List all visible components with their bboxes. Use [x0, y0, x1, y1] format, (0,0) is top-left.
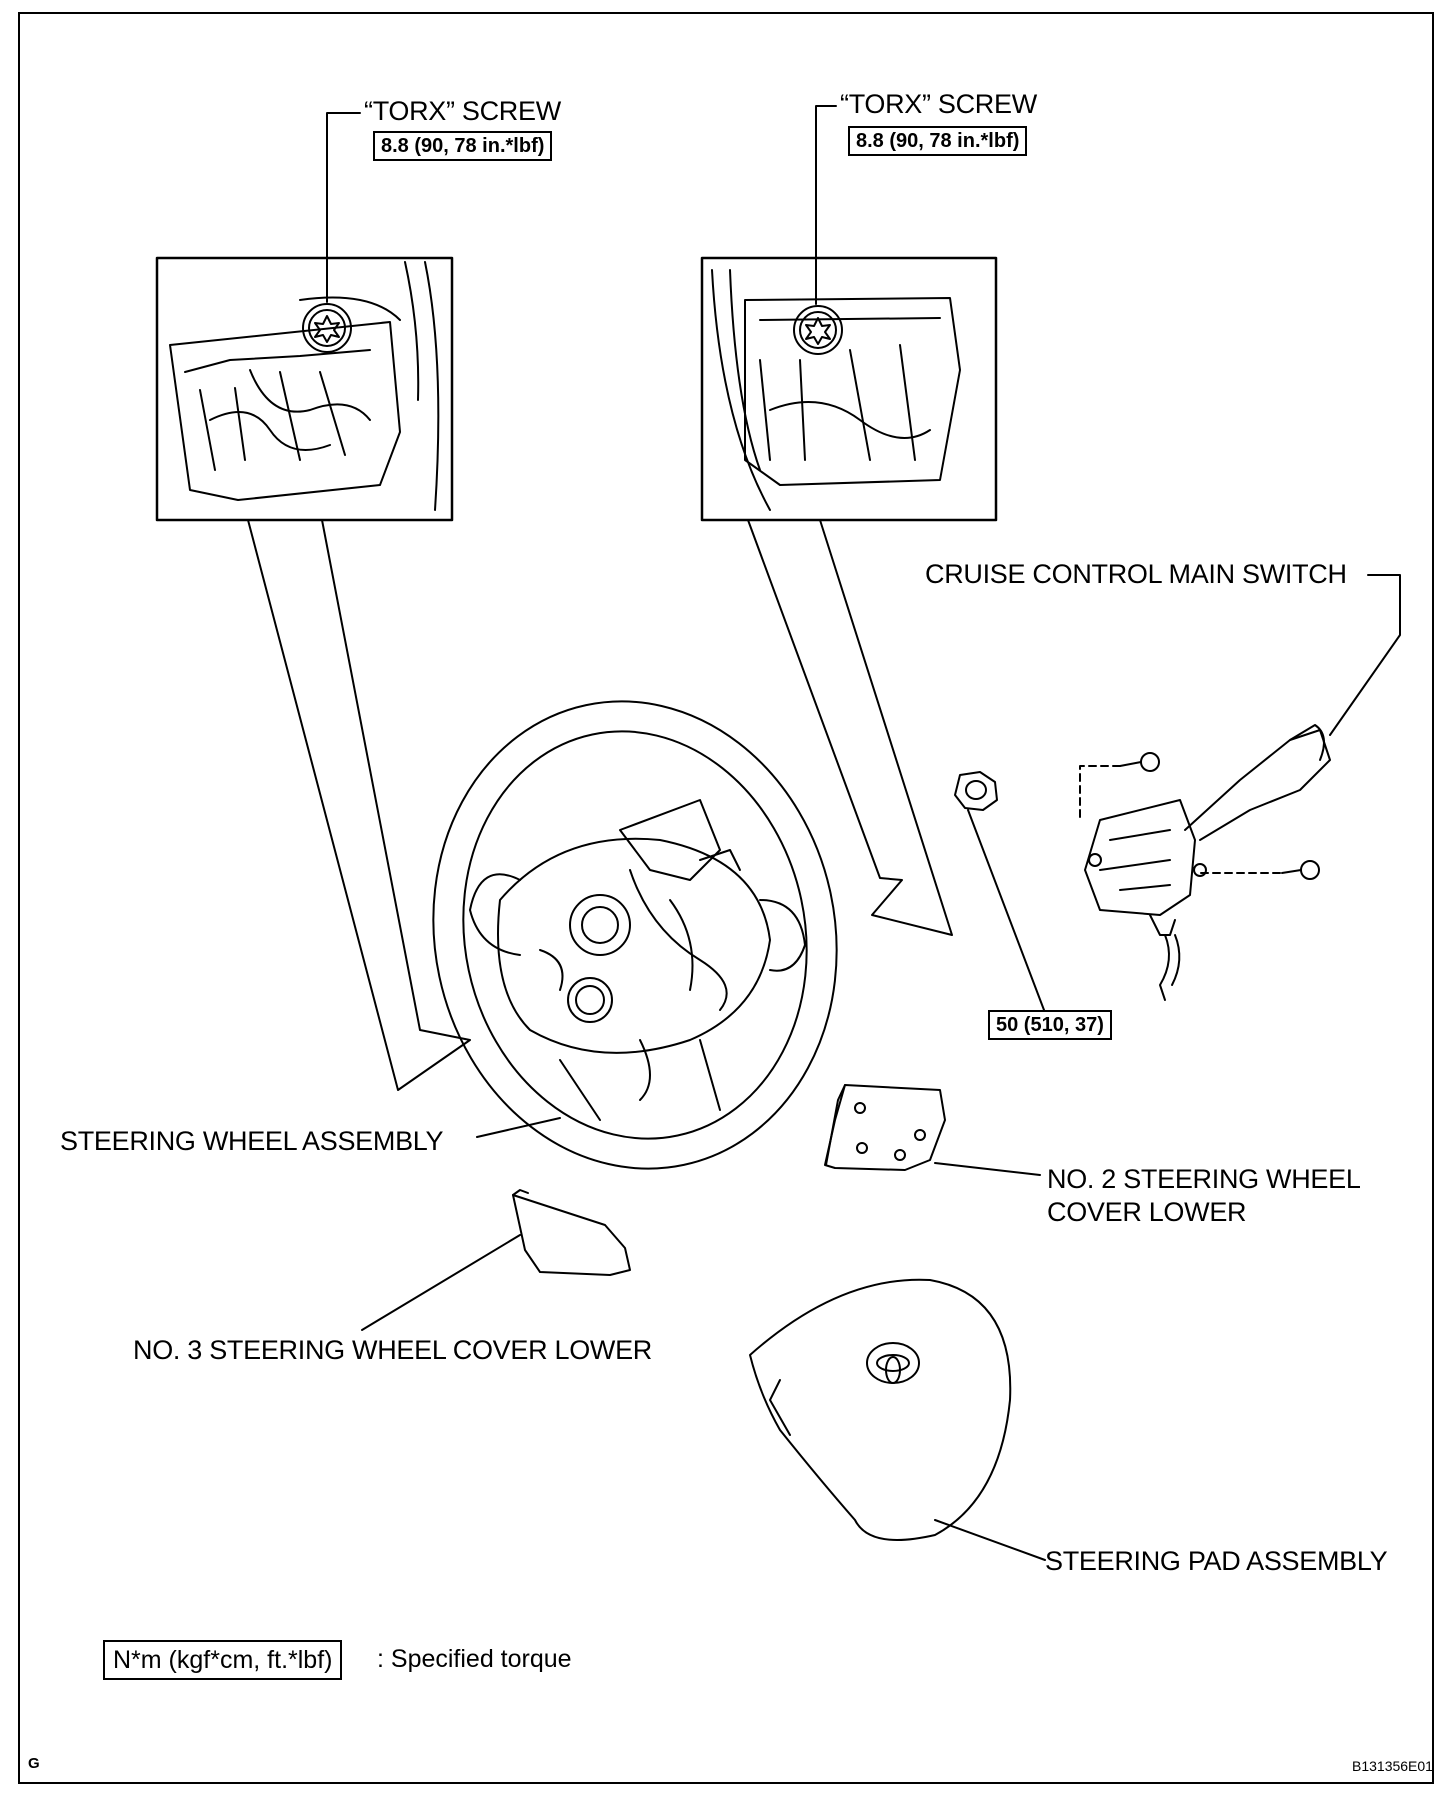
- switch-screw-upper-icon: [1079, 752, 1160, 821]
- toyota-emblem-icon: [866, 1342, 920, 1384]
- left-detail-inset: [155, 256, 454, 522]
- left-torx-leader: [326, 112, 361, 303]
- nut-torque: 50 (510, 37): [988, 1010, 1112, 1040]
- steering-wheel-label: STEERING WHEEL ASSEMBLY: [60, 1126, 444, 1156]
- cover-no3-leader: [361, 1234, 521, 1331]
- cover-no2-drawing: [824, 1084, 946, 1171]
- pad-label: STEERING PAD ASSEMBLY: [1045, 1546, 1388, 1576]
- torx-screw-left-label: “TORX” SCREW: [364, 96, 561, 126]
- pad-leader: [934, 1519, 1046, 1561]
- left-torx-screw-icon: [302, 303, 352, 353]
- cover-no3-label: NO. 3 STEERING WHEEL COVER LOWER: [133, 1335, 652, 1365]
- cover-no2-label-line1: NO. 2 STEERING WHEEL: [1047, 1164, 1361, 1194]
- switch-screw-lower-icon: [1199, 860, 1320, 880]
- right-torx-leader: [815, 105, 837, 305]
- figure-code: B131356E01: [1352, 1758, 1433, 1774]
- torx-screw-right-torque: 8.8 (90, 78 in.*lbf): [848, 126, 1028, 156]
- cover-no3-drawing: [512, 1189, 631, 1276]
- steering-wheel-drawing: [432, 700, 838, 1170]
- steering-pad-drawing: [749, 1278, 1012, 1541]
- diagram-frame: [18, 12, 1434, 1784]
- cruise-switch-drawing: [1084, 724, 1331, 1001]
- hex-nut-icon: [954, 771, 998, 811]
- cruise-switch-label: CRUISE CONTROL MAIN SWITCH: [925, 559, 1347, 589]
- legend-unit-box: N*m (kgf*cm, ft.*lbf): [103, 1640, 343, 1680]
- left-callout-arrow: [247, 519, 471, 1091]
- cruise-switch-leader: [1329, 574, 1401, 736]
- right-callout-arrow: [747, 519, 953, 936]
- steering-wheel-leader: [476, 1117, 561, 1138]
- torx-screw-left-torque: 8.8 (90, 78 in.*lbf): [373, 131, 553, 161]
- page-mark: G: [28, 1755, 40, 1772]
- right-torx-screw-icon: [793, 305, 843, 355]
- cover-no2-leader: [934, 1162, 1041, 1176]
- cover-no2-label-line2: COVER LOWER: [1047, 1197, 1247, 1227]
- torx-screw-right-label: “TORX” SCREW: [840, 89, 1037, 119]
- nut-leader: [967, 809, 1045, 1011]
- right-detail-inset: [700, 256, 998, 522]
- legend-description: : Specified torque: [377, 1645, 572, 1673]
